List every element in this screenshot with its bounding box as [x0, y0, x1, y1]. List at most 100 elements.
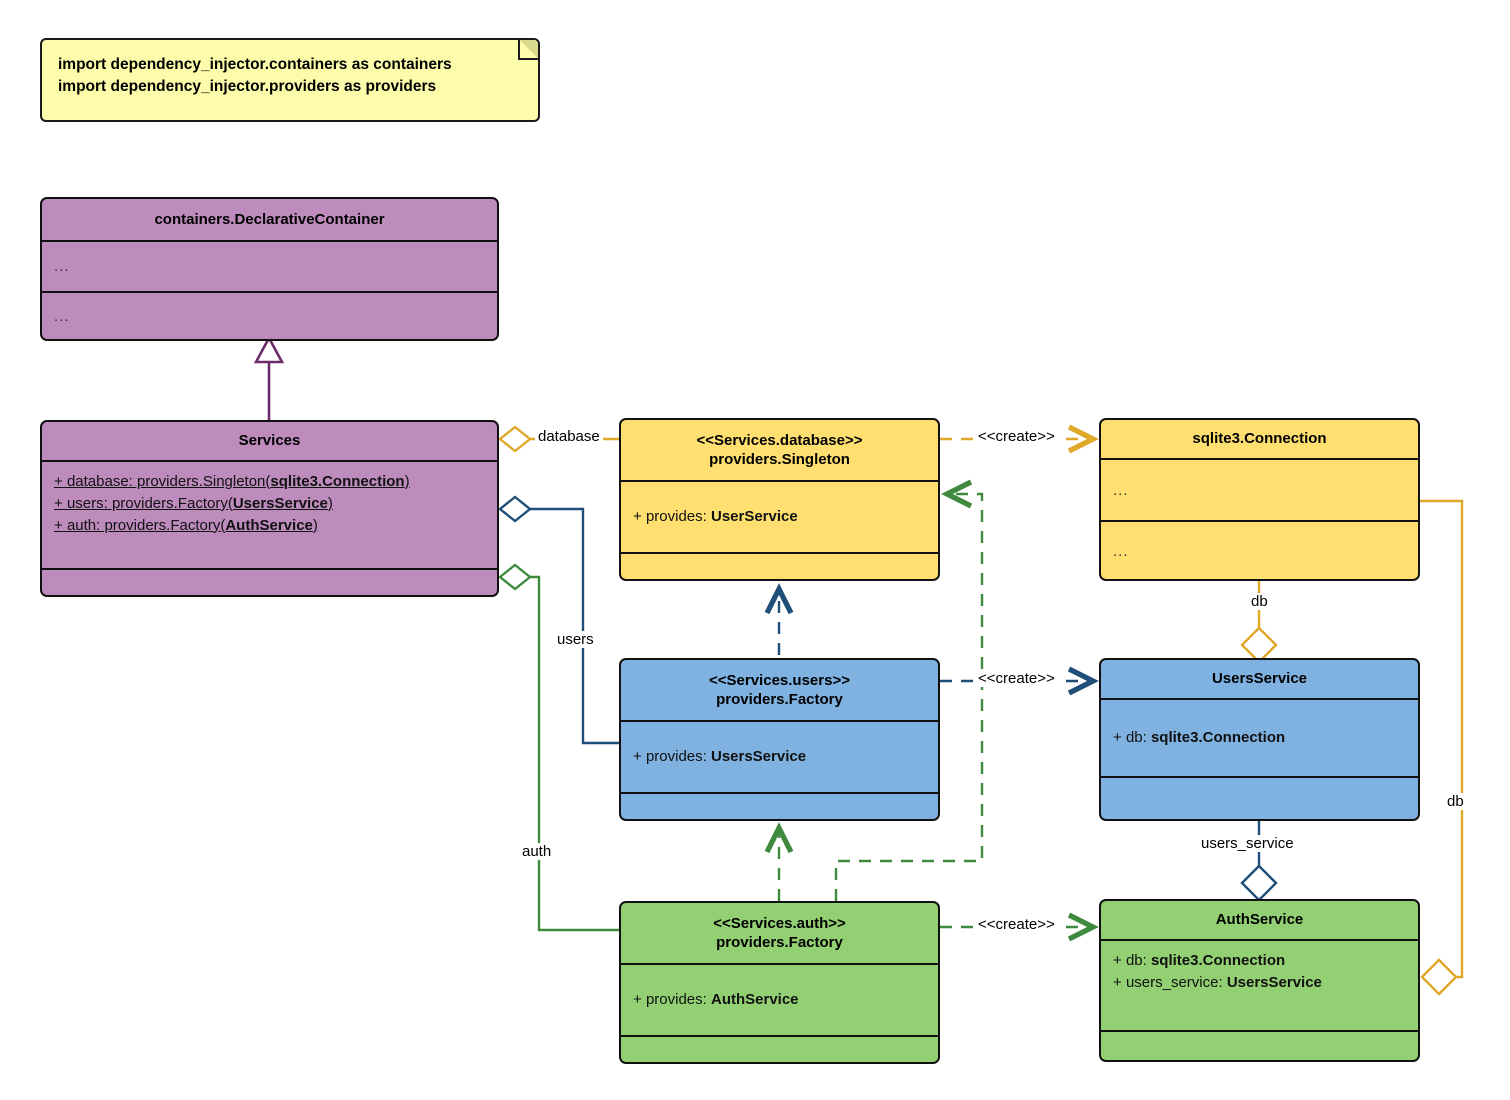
attribute-users: + users: providers.Factory(UsersService)	[54, 493, 485, 515]
methods-compartment: ...	[1101, 520, 1418, 579]
attribute-type: UserService	[710, 508, 798, 526]
class-services[interactable]: Services + database: providers.Singleton…	[40, 420, 499, 597]
attributes-compartment: ...	[42, 240, 497, 291]
attribute-suffix: )	[327, 494, 333, 512]
class-title: AuthService	[1215, 911, 1304, 929]
class-header: AuthService	[1101, 901, 1418, 939]
attributes-compartment: + provides: AuthService	[621, 963, 938, 1035]
attributes-compartment: + db: sqlite3.Connection	[1101, 698, 1418, 776]
edge-label-users: users	[554, 631, 597, 649]
attribute-db: + db: sqlite3.Connection	[1113, 950, 1406, 972]
methods-compartment: ...	[42, 291, 497, 339]
class-stereotype: <<Services.database>>	[696, 431, 863, 449]
attribute-visibility: +	[54, 516, 63, 534]
attribute-database: + database: providers.Singleton(sqlite3.…	[54, 471, 485, 493]
import-note: import dependency_injector.containers as…	[40, 38, 540, 122]
methods-ellipsis: ...	[633, 1052, 649, 1064]
class-title: Services	[238, 432, 301, 450]
attribute-visibility: +	[54, 494, 63, 512]
class-users-service[interactable]: UsersService + db: sqlite3.Connection	[1099, 658, 1420, 821]
attribute-visibility: +	[1113, 729, 1122, 747]
attribute-visibility: +	[633, 991, 642, 1009]
attribute-type: UsersService	[1226, 973, 1322, 991]
attribute-visibility: +	[633, 748, 642, 766]
attribute-type: AuthService	[225, 516, 313, 534]
attribute-label: users_service:	[1125, 973, 1223, 991]
class-title: containers.DeclarativeContainer	[154, 210, 385, 228]
attribute-type: sqlite3.Connection	[1150, 952, 1286, 969]
note-fold-icon	[518, 40, 538, 60]
class-title: UsersService	[1211, 670, 1308, 688]
methods-ellipsis: ...	[1113, 543, 1129, 560]
class-title: providers.Singleton	[709, 451, 850, 468]
attribute-label: auth: providers.Factory(	[66, 516, 226, 534]
class-title: providers.Factory	[716, 934, 843, 951]
edge-aggregation-auth	[498, 563, 619, 932]
attributes-ellipsis: ...	[1113, 481, 1129, 499]
attribute-type: sqlite3.Connection	[270, 473, 405, 490]
attribute-label: provides:	[645, 748, 707, 766]
attribute-suffix: )	[312, 516, 318, 534]
class-header: sqlite3.Connection	[1101, 420, 1418, 458]
class-sqlite3-connection[interactable]: sqlite3.Connection ... ...	[1099, 418, 1420, 581]
class-header: <<Services.auth>> providers.Factory	[621, 903, 938, 963]
attribute-label: database: providers.Singleton(	[66, 473, 271, 490]
attribute-suffix: )	[404, 473, 410, 490]
attribute-provides: + provides: UserService	[633, 506, 798, 528]
attributes-ellipsis: ...	[54, 258, 70, 275]
class-header: <<Services.database>> providers.Singleto…	[621, 420, 938, 480]
attribute-visibility: +	[54, 473, 63, 490]
class-header: Services	[42, 422, 497, 460]
attribute-label: provides:	[645, 991, 707, 1009]
edge-label-auth: auth	[519, 843, 555, 861]
class-services-users-provider[interactable]: <<Services.users>> providers.Factory + p…	[619, 658, 940, 821]
class-header: UsersService	[1101, 660, 1418, 698]
edge-inheritance	[253, 335, 285, 420]
attributes-compartment: + database: providers.Singleton(sqlite3.…	[42, 460, 497, 568]
class-services-database-provider[interactable]: <<Services.database>> providers.Singleto…	[619, 418, 940, 581]
edge-label-users-service: users_service	[1198, 835, 1297, 853]
attribute-label: db:	[1125, 729, 1147, 747]
attribute-db: + db: sqlite3.Connection	[1113, 727, 1285, 749]
class-auth-service[interactable]: AuthService + db: sqlite3.Connection + u…	[1099, 899, 1420, 1062]
methods-compartment	[1101, 776, 1418, 819]
attribute-users-service: + users_service: UsersService	[1113, 972, 1406, 994]
attributes-compartment: + provides: UsersService	[621, 720, 938, 792]
attribute-provides: + provides: UsersService	[633, 746, 806, 768]
attribute-visibility: +	[1113, 952, 1122, 969]
attribute-type: AuthService	[710, 991, 799, 1009]
edge-label-database: database	[535, 428, 603, 446]
attributes-compartment: + db: sqlite3.Connection + users_service…	[1101, 939, 1418, 1030]
attribute-type: UsersService	[710, 748, 807, 766]
attributes-compartment: ...	[1101, 458, 1418, 520]
edge-label-create-auth: <<create>>	[975, 916, 1058, 934]
attribute-label: db:	[1125, 952, 1147, 969]
attribute-auth: + auth: providers.Factory(AuthService)	[54, 515, 485, 537]
methods-compartment: ...	[621, 1035, 938, 1064]
class-title: sqlite3.Connection	[1192, 430, 1327, 448]
import-note-text: import dependency_injector.containers as…	[58, 56, 452, 96]
class-services-auth-provider[interactable]: <<Services.auth>> providers.Factory + pr…	[619, 901, 940, 1064]
class-header: <<Services.users>> providers.Factory	[621, 660, 938, 720]
methods-compartment	[1101, 1030, 1418, 1060]
class-declarative-container[interactable]: containers.DeclarativeContainer ... ...	[40, 197, 499, 341]
attribute-visibility: +	[1113, 973, 1122, 991]
edge-aggregation-usersservice-authservice	[1240, 821, 1278, 902]
methods-compartment	[42, 568, 497, 595]
attribute-label: users: providers.Factory(	[66, 494, 233, 512]
edge-label-create-users: <<create>>	[975, 670, 1058, 688]
edge-label-db-authservice: db	[1444, 793, 1467, 811]
class-stereotype: <<Services.auth>>	[713, 914, 846, 932]
edge-aggregation-users	[498, 495, 619, 745]
methods-ellipsis: ...	[633, 809, 649, 821]
methods-compartment: ...	[621, 552, 938, 581]
methods-ellipsis: ...	[633, 569, 649, 581]
attribute-provides: + provides: AuthService	[633, 989, 799, 1011]
class-title: providers.Factory	[716, 691, 843, 708]
attributes-compartment: + provides: UserService	[621, 480, 938, 552]
edge-label-create-database: <<create>>	[975, 428, 1058, 446]
methods-compartment: ...	[621, 792, 938, 821]
attribute-visibility: +	[633, 508, 642, 526]
attribute-type: UsersService	[232, 494, 328, 512]
